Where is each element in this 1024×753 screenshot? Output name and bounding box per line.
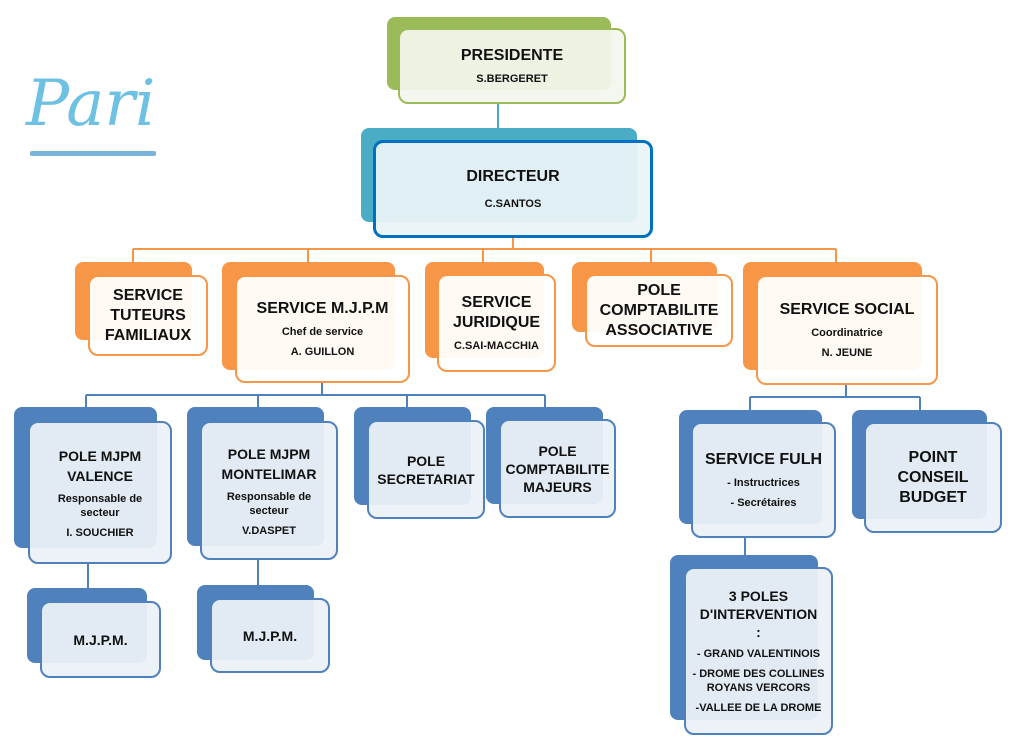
node-title: PRESIDENTE bbox=[460, 47, 564, 64]
pari-logo: Pari bbox=[25, 67, 156, 156]
node-title: POLE MJPM VALENCE bbox=[58, 447, 142, 484]
node-title: SERVICE SOCIAL bbox=[779, 301, 915, 318]
node-name: I. SOUCHIER bbox=[66, 526, 134, 539]
node-item: - Instructrices bbox=[727, 477, 800, 489]
node-title: M.J.P.M. bbox=[242, 627, 298, 644]
node-item: - DROME DES COLLINES ROYANS VERCORS bbox=[692, 668, 825, 694]
node-item: - Secrétaires bbox=[730, 497, 797, 509]
node-title: 3 POLES D'INTERVENTION : bbox=[699, 588, 818, 640]
node-name: S.BERGERET bbox=[476, 73, 548, 85]
node-name: A. GUILLON bbox=[290, 346, 355, 358]
node-title: SERVICE TUTEURS FAMILIAUX bbox=[104, 286, 192, 344]
node-role: Responsable de secteur bbox=[57, 492, 143, 519]
node-name: V.DASPET bbox=[241, 524, 296, 537]
node-title: M.J.P.M. bbox=[73, 631, 128, 648]
node-item: - GRAND VALENTINOIS bbox=[696, 648, 821, 660]
svg-text:Pari: Pari bbox=[25, 67, 155, 141]
node-title: POLE COMPTABILITE MAJEURS bbox=[505, 442, 610, 495]
node-item: -VALLEE DE LA DROME bbox=[695, 702, 822, 714]
node-role: Responsable de secteur bbox=[226, 490, 312, 517]
node-title: SERVICE FULH bbox=[704, 451, 823, 468]
node-title: POLE MJPM MONTELIMAR bbox=[221, 445, 317, 482]
node-title: POINT CONSEIL BUDGET bbox=[897, 448, 969, 506]
node-title: POLE COMPTABILITE ASSOCIATIVE bbox=[599, 281, 719, 339]
node-name: C.SANTOS bbox=[484, 198, 542, 210]
node-title: DIRECTEUR bbox=[466, 168, 560, 185]
node-name: C.SAI-MACCHIA bbox=[454, 340, 539, 352]
node-title: SERVICE JURIDIQUE bbox=[452, 294, 541, 331]
node-role: Coordinatrice bbox=[811, 327, 883, 339]
node-title: POLE SECRETARIAT bbox=[377, 452, 475, 487]
node-title: SERVICE M.J.P.M bbox=[256, 300, 389, 317]
node-role: Chef de service bbox=[281, 326, 364, 338]
node-name: N. JEUNE bbox=[821, 347, 873, 359]
